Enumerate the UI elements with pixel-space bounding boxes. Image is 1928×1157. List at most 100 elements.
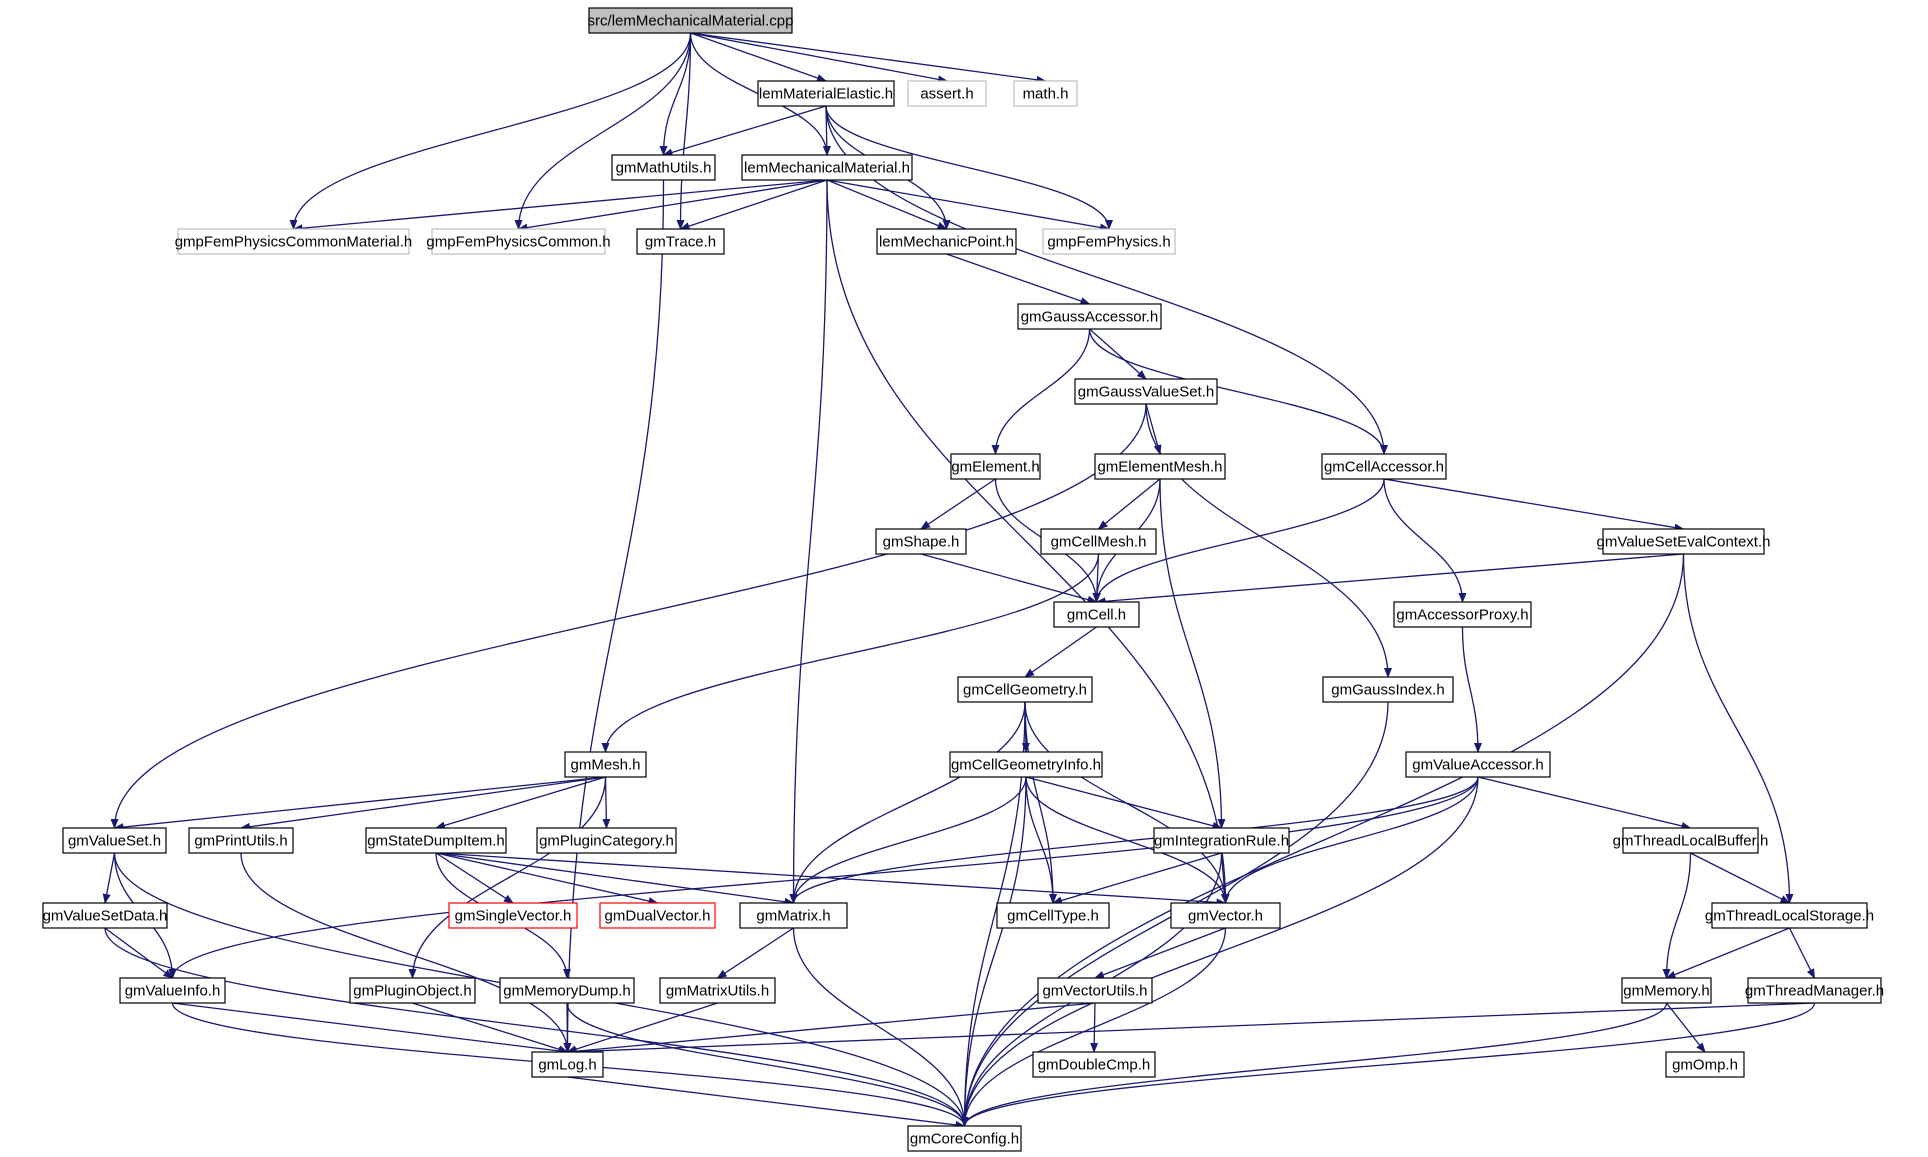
- node-root[interactable]: src/lemMechanicalMaterial.cpp: [588, 7, 794, 34]
- node-dualvec[interactable]: gmDualVector.h: [599, 902, 716, 929]
- node-memory[interactable]: gmMemory.h: [1621, 977, 1712, 1004]
- node-omp[interactable]: gmOmp.h: [1665, 1051, 1745, 1078]
- node-element[interactable]: gmElement.h: [950, 453, 1041, 480]
- node-mechpoint[interactable]: lemMechanicPoint.h: [876, 228, 1017, 255]
- edge-vsec-to-tls: [1682, 553, 1794, 904]
- node-singlevec[interactable]: gmSingleVector.h: [448, 902, 578, 929]
- node-box: [531, 1051, 604, 1078]
- node-cellacc[interactable]: gmCellAccessor.h: [1321, 453, 1447, 480]
- node-label: gmDualVector.h: [605, 908, 711, 925]
- edge-mesh-to-sdi: [435, 776, 606, 830]
- node-log[interactable]: gmLog.h: [531, 1051, 604, 1078]
- edge-root-to-trace: [676, 32, 692, 230]
- edge-memdump-to-log: [563, 1002, 572, 1053]
- node-coreconfig[interactable]: gmCoreConfig.h: [907, 1125, 1022, 1152]
- node-matutils[interactable]: gmMatrixUtils.h: [659, 977, 776, 1004]
- node-label: gmVector.h: [1188, 908, 1263, 925]
- node-box: [349, 977, 476, 1004]
- node-sdi[interactable]: gmStateDumpItem.h: [365, 827, 507, 854]
- node-label: src/lemMechanicalMaterial.cpp: [588, 13, 794, 30]
- node-box: [1711, 902, 1868, 929]
- node-label: gmElement.h: [951, 459, 1039, 476]
- node-box: [1170, 902, 1281, 929]
- node-box: [1322, 676, 1454, 703]
- node-box: [741, 154, 913, 181]
- edge-mechmat-to-trace: [679, 179, 828, 230]
- edge-valueset-to-vsdata: [102, 852, 116, 904]
- node-plugincat[interactable]: gmPluginCategory.h: [536, 827, 677, 854]
- node-vecutils[interactable]: gmVectorUtils.h: [1037, 977, 1153, 1004]
- edge-cell-to-cellgeom: [1024, 626, 1097, 678]
- edge-vsec-to-cell: [1095, 553, 1684, 606]
- node-gvs[interactable]: gmGaussValueSet.h: [1074, 378, 1218, 405]
- edge-mechmat-to-pcm: [292, 179, 828, 233]
- node-mathutils[interactable]: gmMathUtils.h: [611, 154, 716, 181]
- node-pluginobj[interactable]: gmPluginObject.h: [349, 977, 476, 1004]
- node-valueset[interactable]: gmValueSet.h: [62, 827, 167, 854]
- node-box: [907, 1125, 1022, 1152]
- edge-tls-to-threadmgr: [1788, 927, 1816, 979]
- edge-cellacc-to-cell: [1092, 478, 1385, 603]
- node-label: gmMathUtils.h: [616, 160, 712, 177]
- node-label: gmCell.h: [1067, 607, 1126, 624]
- node-box: [365, 827, 507, 854]
- node-box: [431, 228, 606, 255]
- node-label: math.h: [1023, 86, 1069, 103]
- node-gaussacc[interactable]: gmGaussAccessor.h: [1017, 303, 1162, 330]
- node-label: assert.h: [920, 86, 973, 103]
- node-vector[interactable]: gmVector.h: [1170, 902, 1281, 929]
- node-celltype[interactable]: gmCellType.h: [996, 902, 1110, 929]
- node-accproxy[interactable]: gmAccessorProxy.h: [1393, 601, 1532, 628]
- node-memdump[interactable]: gmMemoryDump.h: [499, 977, 635, 1004]
- node-box: [1747, 977, 1882, 1004]
- node-vsec[interactable]: gmValueSetEvalContext.h: [1597, 528, 1771, 555]
- node-printutils[interactable]: gmPrintUtils.h: [188, 827, 294, 854]
- edge-sdi-to-vector: [435, 852, 1227, 907]
- node-cgi[interactable]: gmCellGeometryInfo.h: [949, 751, 1103, 778]
- node-box: [1037, 977, 1153, 1004]
- edge-cgi-to-celltype: [1025, 776, 1057, 904]
- node-cell[interactable]: gmCell.h: [1053, 601, 1140, 628]
- node-cellmesh[interactable]: gmCellMesh.h: [1040, 528, 1157, 555]
- edge-valacc-to-coreconfig: [960, 776, 1479, 1127]
- node-box: [876, 228, 1017, 255]
- node-label: gmMemoryDump.h: [503, 983, 631, 1000]
- node-matrix[interactable]: gmMatrix.h: [739, 902, 848, 929]
- edge-cellgeom-to-matrix: [789, 701, 1026, 904]
- node-box: [1040, 528, 1157, 555]
- node-vsdata[interactable]: gmValueSetData.h: [42, 902, 168, 929]
- node-label: gmOmp.h: [1672, 1057, 1738, 1074]
- node-elastic[interactable]: lemMaterialElastic.h: [757, 80, 895, 107]
- node-elemmesh[interactable]: gmElementMesh.h: [1094, 453, 1226, 480]
- edge-gvs-to-gaussidx: [1145, 403, 1392, 678]
- node-shape[interactable]: gmShape.h: [875, 528, 967, 555]
- node-label: gmValueSet.h: [68, 833, 161, 850]
- node-tlb[interactable]: gmThreadLocalBuffer.h: [1613, 827, 1769, 854]
- edge-vsdata-to-coreconfig: [104, 927, 969, 1127]
- node-gaussidx[interactable]: gmGaussIndex.h: [1322, 676, 1454, 703]
- node-box: [177, 228, 410, 255]
- node-intrule[interactable]: gmIntegrationRule.h: [1153, 827, 1290, 854]
- node-pc: gmpFemPhysicsCommon.h: [426, 228, 611, 255]
- node-mechmat[interactable]: lemMechanicalMaterial.h: [741, 154, 913, 181]
- node-box: [1321, 453, 1447, 480]
- node-doublecmp[interactable]: gmDoubleCmp.h: [1032, 1051, 1156, 1078]
- node-cellgeom[interactable]: gmCellGeometry.h: [957, 676, 1093, 703]
- node-tls[interactable]: gmThreadLocalStorage.h: [1705, 902, 1874, 929]
- node-trace[interactable]: gmTrace.h: [636, 228, 725, 255]
- edge-memory-to-omp: [1665, 1002, 1706, 1053]
- node-valacc[interactable]: gmValueAccessor.h: [1405, 751, 1551, 778]
- edge-gaussacc-to-cellacc: [1088, 328, 1388, 455]
- edge-mesh-to-plugincat: [602, 776, 611, 829]
- edge-valacc-to-vector: [1221, 776, 1479, 904]
- node-box: [599, 902, 716, 929]
- edge-pluginobj-to-log: [412, 1002, 569, 1054]
- node-valinfo[interactable]: gmValueInfo.h: [119, 977, 226, 1004]
- node-box: [1393, 601, 1532, 628]
- edge-root-to-pc: [514, 32, 692, 230]
- node-mesh[interactable]: gmMesh.h: [564, 751, 647, 778]
- node-threadmgr[interactable]: gmThreadManager.h: [1745, 977, 1884, 1004]
- edge-mechmat-to-femphys: [826, 179, 1110, 232]
- edge-gaussacc-to-gvs: [1089, 328, 1147, 380]
